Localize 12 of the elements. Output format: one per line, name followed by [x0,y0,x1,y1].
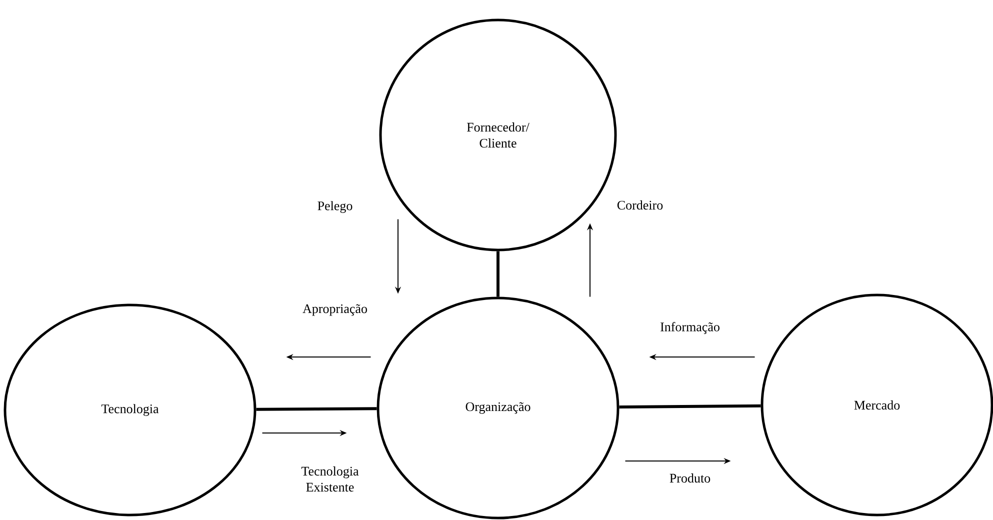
edge-label: Cordeiro [617,200,663,210]
circle-node: Fornecedor/ Cliente [379,18,617,252]
edge-label: Informação [660,322,720,334]
edge-label: Apropriação [302,304,367,316]
connector-line [619,404,761,409]
connector-line [496,251,500,297]
edge-label: Pelego [318,201,352,213]
circle-node: Tecnologia [4,304,256,516]
edge-label: Produto [670,473,710,483]
edge-label: Tecnologia Existente [301,466,359,492]
connector-line [256,407,377,411]
circle-node: Organização [376,296,620,520]
